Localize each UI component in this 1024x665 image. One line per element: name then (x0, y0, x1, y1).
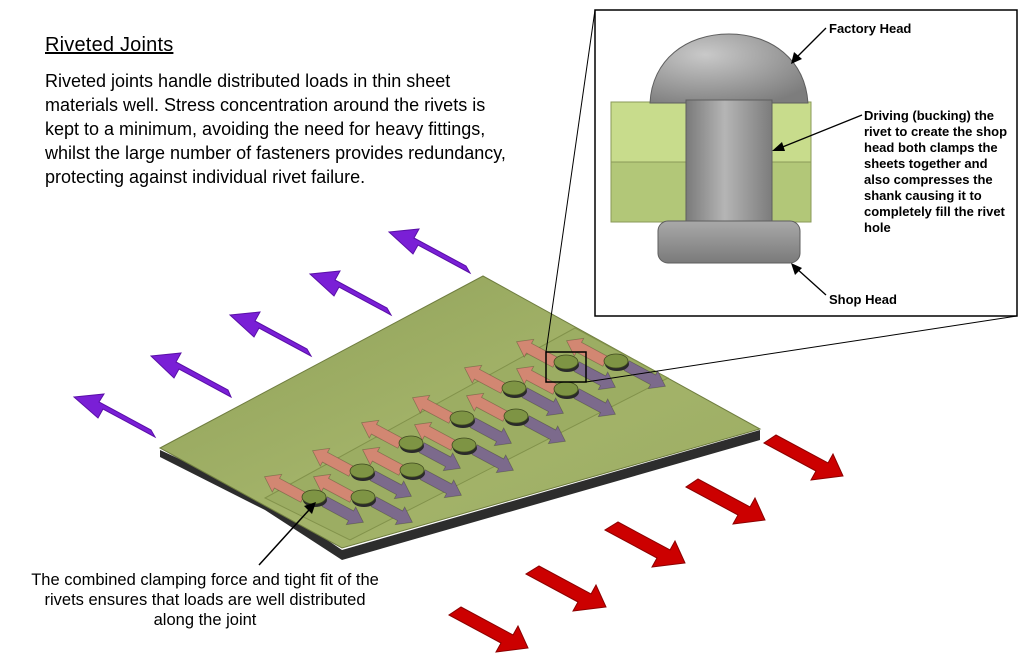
load-flow-arrow-lower (573, 388, 617, 418)
callout-line (545, 9, 596, 353)
shop-head-shape (657, 220, 801, 264)
rivet-head (501, 380, 527, 396)
rivet-head (449, 410, 475, 426)
load-arrow-left (308, 270, 393, 317)
rivet-head (553, 381, 579, 397)
load-flow-arrow-upper (465, 392, 509, 422)
load-flow-arrow-upper (515, 338, 559, 368)
load-flow-arrow-upper (413, 421, 457, 451)
load-flow-arrow-upper (361, 446, 405, 476)
overlap-sheet (263, 327, 670, 541)
driving-leader (779, 114, 863, 149)
load-flow-arrow-lower (369, 470, 413, 500)
load-flow-arrow-upper (312, 473, 356, 503)
rivet-heads (301, 353, 629, 507)
load-flow-arrow-lower (370, 496, 414, 526)
rivet-cross-section-inset (594, 9, 1018, 317)
factory-head-leader (795, 27, 827, 59)
shop-head-leader-arrowhead (791, 263, 802, 275)
load-flow-arrow-lower (418, 442, 462, 472)
load-arrow-right (448, 606, 529, 653)
load-arrow-left (228, 311, 313, 358)
load-arrow-right (603, 521, 686, 568)
load-arrow-left (149, 352, 233, 399)
factory-head-label: Factory Head (829, 21, 912, 36)
shop-head-label: Shop Head (829, 292, 897, 307)
factory-head-shape (649, 33, 809, 104)
load-arrow-left (72, 393, 157, 439)
caption-leader-line (258, 509, 310, 566)
load-arrows-left (72, 228, 472, 439)
load-flow-arrows (263, 337, 667, 526)
callout-line (585, 315, 1018, 383)
load-flow-arrow-upper (263, 473, 307, 503)
load-flow-arrow-lower (469, 417, 513, 447)
load-arrow-left (387, 228, 472, 275)
load-flow-arrow-lower (471, 444, 515, 474)
factory-head-leader-arrowhead (791, 52, 802, 64)
rivet-head (350, 489, 376, 505)
load-flow-arrow-lower (321, 496, 365, 526)
rivet-shank (685, 99, 773, 225)
load-flow-arrow-lower (521, 387, 565, 417)
rivet-head (349, 463, 375, 479)
rivet-highlight-box (545, 351, 587, 383)
rivet-head (603, 353, 629, 369)
inset-callout (545, 9, 1018, 383)
load-flow-arrow-upper (360, 419, 404, 449)
rivet-head (398, 435, 424, 451)
joint-caption: The combined clamping force and tight fi… (31, 571, 379, 629)
diagram-title: Riveted Joints (45, 34, 174, 56)
caption-leader (258, 502, 316, 566)
load-flow-arrow-lower (523, 415, 567, 445)
shop-head-leader (795, 267, 827, 296)
load-arrow-right (763, 434, 844, 481)
rivet-head (399, 462, 425, 478)
load-flow-arrow-lower (419, 469, 463, 499)
load-flow-arrow-upper (411, 394, 455, 424)
rivet-head (553, 354, 579, 370)
rivet-head (451, 437, 477, 453)
driving-leader-arrowhead (772, 142, 785, 151)
load-flow-arrow-upper (311, 447, 355, 477)
load-flow-arrow-lower (623, 360, 667, 390)
rivet-head (503, 408, 529, 424)
load-arrow-right (524, 565, 607, 612)
load-arrow-right (685, 478, 766, 525)
load-flow-arrow-lower (573, 361, 617, 391)
intro-paragraph: Riveted joints handle distributed loads … (45, 71, 506, 187)
driving-label: Driving (bucking) the rivet to create th… (864, 108, 1008, 235)
rivet-head (301, 489, 327, 505)
load-flow-arrow-upper (463, 364, 507, 394)
load-arrows-right (448, 434, 844, 653)
caption-leader-arrowhead (304, 502, 316, 514)
